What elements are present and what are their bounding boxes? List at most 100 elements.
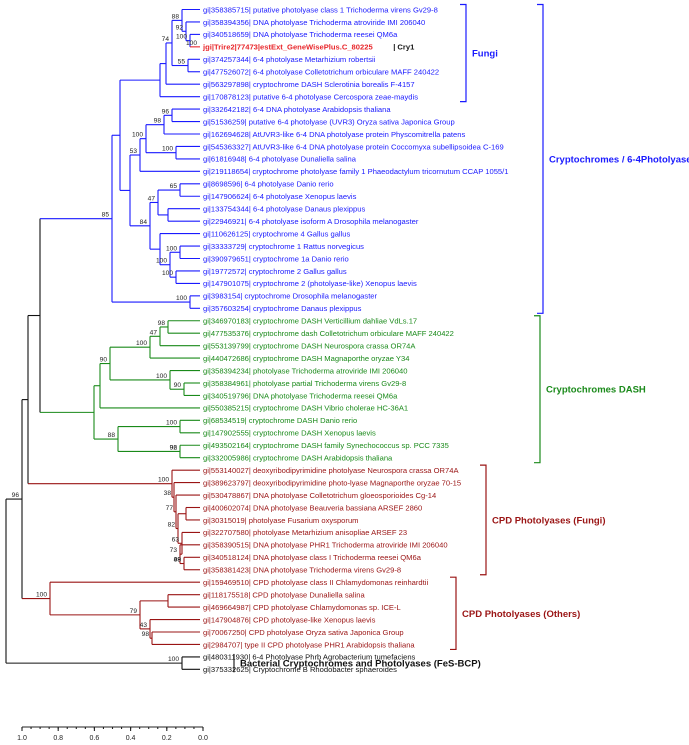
bootstrap-value: 63 <box>172 536 180 543</box>
leaf-label: gi|358384961| photolyase partial Trichod… <box>203 379 406 388</box>
bootstrap-value: 48 <box>174 557 182 564</box>
scale-tick-label: 0.6 <box>90 735 100 742</box>
leaf-label: gi|530478867| DNA photolyase Colletotric… <box>203 491 436 500</box>
bootstrap-value: 100 <box>36 592 47 599</box>
bootstrap-value: 99 <box>174 557 182 564</box>
leaf-label: gi|332005986| cryptochrome DASH Arabidop… <box>203 454 393 463</box>
leaf-label: gi|332642182| 6-4 DNA photolyase Arabido… <box>203 105 391 114</box>
bootstrap-value: 100 <box>166 245 177 252</box>
leaf-label: gi|550385215| cryptochrome DASH Vibrio c… <box>203 404 408 413</box>
group-label: Fungi <box>472 49 498 60</box>
leaf-label: gi|340518124| DNA photolyase class I Tri… <box>203 553 422 562</box>
bootstrap-value: 96 <box>12 492 20 499</box>
bootstrap-value: 100 <box>186 40 197 47</box>
scale-tick-label: 0.8 <box>53 735 63 742</box>
bootstrap-value: 88 <box>172 13 180 20</box>
leaf-label: gi|3983154| cryptochrome Drosophila mela… <box>203 292 378 301</box>
leaf-label: gi|553140027| deoxyribodipyrimidine phot… <box>203 466 459 475</box>
bootstrap-value: 92 <box>176 24 184 31</box>
bootstrap-value: 92 <box>170 444 178 451</box>
scale-tick-label: 1.0 <box>17 735 27 742</box>
cry1-marker: | Cry1 <box>393 43 415 52</box>
bootstrap-value: 47 <box>148 195 156 202</box>
group-label: Cryptochromes / 6-4Photolyases <box>549 154 689 165</box>
group-bracket <box>537 3 544 314</box>
leaf-label: gi|477535376| cryptochrome dash Colletot… <box>203 329 454 338</box>
leaf-label: gi|563297898| cryptochrome DASH Scleroti… <box>203 80 415 89</box>
bootstrap-value: 90 <box>174 382 182 389</box>
leaf-label: jgi|Trire2|77473|estExt_GeneWisePlus.C_8… <box>202 43 373 52</box>
leaf-label: gi|375332625| Cryptochrome B Rhodobacter… <box>203 665 397 674</box>
group-label: CPD Photolyases (Fungi) <box>492 515 605 526</box>
group-label: Bacterial Cryptochromes and Photolyases … <box>240 659 481 670</box>
bootstrap-value: 90 <box>100 357 108 364</box>
leaf-label: gi|358394234| photolyase Trichoderma atr… <box>203 366 407 375</box>
bootstrap-value: 38 <box>164 490 172 497</box>
leaf-label: gi|19772572| cryptochrome 2 Gallus gallu… <box>203 267 347 276</box>
bootstrap-value: 88 <box>108 432 116 439</box>
bootstrap-value: 100 <box>168 656 179 663</box>
scale-tick-label: 0.2 <box>162 735 172 742</box>
bootstrap-value: 98 <box>154 118 162 125</box>
bootstrap-value: 100 <box>156 373 167 380</box>
leaf-label: gi|340519796| DNA photolyase Trichoderma… <box>203 391 398 400</box>
leaf-label: gi|358390515| DNA photolyase PHR1 Tricho… <box>203 541 448 550</box>
leaf-label: gi|61816948| 6-4 photolyase Dunaliella s… <box>203 155 357 164</box>
leaf-label: gi|390979651| cryptochrome 1a Danio reri… <box>203 254 349 263</box>
bootstrap-value: 96 <box>170 444 178 451</box>
leaf-label: gi|389623797| deoxyribodipyrimidine phot… <box>203 478 461 487</box>
leaf-label: gi|147901075| cryptochrome 2 (photolyase… <box>203 279 417 288</box>
scale-tick-label: 0.0 <box>198 735 208 742</box>
leaf-label: gi|357603254| cryptochrome Danaus plexip… <box>203 304 362 313</box>
bootstrap-value: 100 <box>156 258 167 265</box>
leaf-label: gi|30315019| photolyase Fusarium oxyspor… <box>203 516 359 525</box>
leaf-label: gi|33333729| cryptochrome 1 Rattus norve… <box>203 242 364 251</box>
bootstrap-value: 43 <box>140 622 148 629</box>
group-bracket <box>534 315 541 464</box>
bootstrap-value: 77 <box>166 505 174 512</box>
leaf-label: gi|159469510| CPD photolyase class II Ch… <box>203 578 428 587</box>
bootstrap-value: 98 <box>142 631 150 638</box>
leaf-label: gi|358394356| DNA photolyase Trichoderma… <box>203 18 425 27</box>
bootstrap-value: 100 <box>162 270 173 277</box>
bootstrap-value: 84 <box>140 219 148 226</box>
leaf-label: gi|440472686| cryptochrome DASH Magnapor… <box>203 354 409 363</box>
leaf-label: gi|118175518| CPD photolyase Dunaliella … <box>203 590 365 599</box>
leaf-label: gi|358381423| DNA photolyase Trichoderma… <box>203 566 401 575</box>
bootstrap-value: 79 <box>130 608 138 615</box>
leaf-label: gi|2984707| type II CPD photolyase PHR1 … <box>203 640 415 649</box>
bootstrap-value: 65 <box>170 183 178 190</box>
bootstrap-value: 85 <box>102 212 110 219</box>
leaf-label: gi|374257344| 6-4 photolyase Metarhizium… <box>203 55 376 64</box>
leaf-label: gi|147906624| 6-4 photolyase Xenopus lae… <box>203 192 357 201</box>
scale-tick-label: 0.4 <box>126 735 136 742</box>
leaf-label: gi|545363327| AtUVR3-like 6-4 DNA photol… <box>203 142 504 151</box>
bootstrap-value: 100 <box>158 477 169 484</box>
leaf-label: gi|133754344| 6-4 photolyase Danaus plex… <box>203 205 365 214</box>
leaf-label: gi|358385715| putative photolyase class … <box>203 5 438 14</box>
leaf-label: gi|68534519| cryptochrome DASH Danio rer… <box>203 416 357 425</box>
leaf-label: gi|170878123| putative 6-4 photolyase Ce… <box>203 92 418 101</box>
leaf-label: gi|346970183| cryptochrome DASH Verticil… <box>203 317 417 326</box>
leaf-label: gi|477526072| 6-4 photolyase Colletotric… <box>203 68 439 77</box>
bootstrap-value: 100 <box>162 146 173 153</box>
bootstrap-value: 96 <box>162 108 170 115</box>
leaf-label: gi|340518659| DNA photolyase Trichoderma… <box>203 30 398 39</box>
leaf-label: gi|480311930| 6-4 Photolyase Phrb Agroba… <box>203 653 416 662</box>
bootstrap-value: 73 <box>170 547 178 554</box>
bootstrap-value: 100 <box>166 420 177 427</box>
leaf-label: gi|51536259| putative 6-4 photolyase (UV… <box>203 117 455 126</box>
bootstrap-value: 100 <box>132 132 143 139</box>
bootstrap-value: 98 <box>158 320 166 327</box>
leaf-label: gi|553139799| cryptochrome DASH Neurospo… <box>203 341 416 350</box>
bootstrap-value: 47 <box>150 329 158 336</box>
bootstrap-value: 100 <box>176 295 187 302</box>
group-bracket <box>480 464 487 576</box>
leaf-label: gi|8698596| 6-4 photolyase Danio rerio <box>203 180 334 189</box>
bootstrap-value: 55 <box>178 59 186 66</box>
group-bracket <box>450 576 457 651</box>
leaf-label: gi|147902555| cryptochrome DASH Xenopus … <box>203 429 376 438</box>
leaf-label: gi|493502164| cryptochrome DASH family S… <box>203 441 449 450</box>
